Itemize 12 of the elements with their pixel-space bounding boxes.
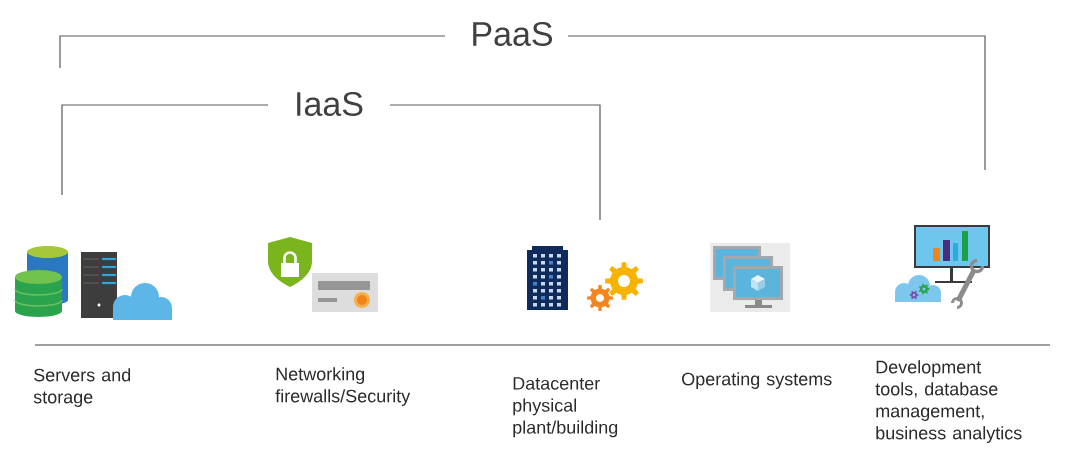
- bracket-label: IaaS: [297, 91, 363, 117]
- icon-label: Servers and storage: [33, 368, 131, 407]
- icon-label: Networking firewalls/Security: [275, 367, 411, 406]
- bracket-label: PaaS: [473, 21, 553, 47]
- icon-label: Datacenter physical plant/building: [513, 377, 618, 438]
- monitors-icon: [710, 243, 790, 312]
- servers-icon: [14, 246, 172, 320]
- shield-card-icon: [268, 237, 378, 312]
- icon-label: Development tools, database management, business analytics: [875, 360, 1022, 443]
- chart-monitor-wrench-icon: [895, 225, 990, 309]
- icon-label: Operating systems: [682, 372, 832, 389]
- building-gears-icon: [527, 246, 643, 311]
